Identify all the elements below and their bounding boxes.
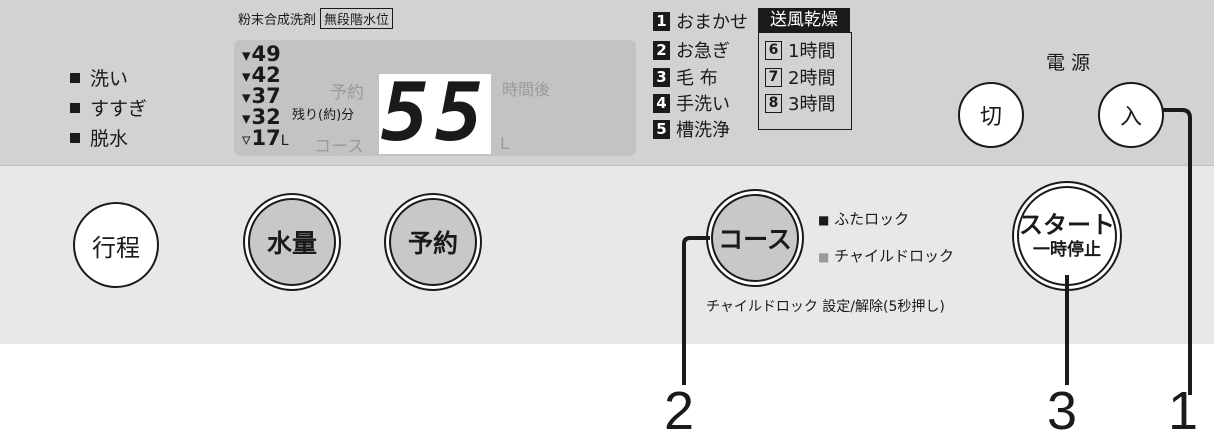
- dry-box: [758, 32, 852, 130]
- cup-icon: ▿: [242, 130, 251, 150]
- indicator-icon: [70, 102, 80, 113]
- time-display: 55: [379, 68, 491, 158]
- process-button[interactable]: 行程: [73, 202, 159, 288]
- course-indicator-label: コース: [314, 137, 365, 157]
- cup-icon: ▾: [242, 88, 251, 108]
- start-pause-button[interactable]: スタート 一時停止: [1017, 186, 1117, 286]
- hours-after-label: 時間後: [502, 80, 551, 99]
- cup-icon: ▾: [242, 67, 251, 87]
- progress-spin: 脱水: [70, 124, 128, 151]
- course-item-1: 1 おまかせ: [653, 8, 748, 34]
- power-off-button[interactable]: 切: [958, 82, 1024, 148]
- remaining-label: 残り(約)分: [292, 108, 355, 123]
- water-level-37: ▾37: [242, 84, 281, 109]
- course-button[interactable]: コース: [711, 194, 799, 282]
- progress-rinse: すすぎ: [70, 94, 147, 121]
- detergent-label: 粉末合成洗剤無段階水位: [238, 8, 394, 29]
- child-lock-indicator: ■ チャイルドロック: [818, 247, 954, 265]
- reserve-button[interactable]: 予約: [389, 198, 477, 286]
- course-item-5: 5 槽洗浄: [653, 116, 730, 142]
- progress-wash: 洗い: [70, 64, 128, 91]
- dry-item-1h: 6 1時間: [765, 37, 835, 63]
- callout-3: 3: [1047, 381, 1078, 441]
- bottom-panel: [0, 165, 1214, 344]
- progress-label: すすぎ: [90, 98, 148, 120]
- child-lock-note: チャイルドロック 設定/解除(5秒押し): [706, 299, 945, 315]
- cup-icon: ▾: [242, 109, 251, 129]
- water-level-17: ▿17L: [242, 126, 289, 151]
- lid-lock-indicator: ■ ふたロック: [818, 210, 910, 228]
- indicator-icon: ■: [818, 213, 830, 227]
- indicator-icon: [70, 132, 80, 143]
- liter-label: L: [500, 134, 509, 153]
- power-on-button[interactable]: 入: [1098, 82, 1164, 148]
- cup-icon: ▾: [242, 46, 251, 66]
- reservation-label: 予約: [330, 83, 364, 103]
- indicator-icon: [70, 72, 80, 83]
- indicator-icon: ■: [818, 250, 830, 264]
- dry-item-2h: 7 2時間: [765, 64, 835, 90]
- callout-2: 2: [664, 381, 695, 441]
- course-item-2: 2 お急ぎ: [653, 37, 730, 63]
- dry-item-3h: 8 3時間: [765, 90, 835, 116]
- power-label: 電 源: [1046, 52, 1091, 74]
- course-item-3: 3 毛 布: [653, 64, 718, 90]
- time-digits: 55: [380, 66, 490, 159]
- callout-1: 1: [1168, 381, 1199, 441]
- water-level-49: ▾49: [242, 42, 281, 67]
- water-amount-button[interactable]: 水量: [248, 198, 336, 286]
- water-level-32: ▾32: [242, 105, 281, 130]
- course-item-4: 4 手洗い: [653, 90, 730, 116]
- dry-header: 送風乾燥: [758, 8, 850, 32]
- water-level-42: ▾42: [242, 63, 281, 88]
- progress-label: 脱水: [90, 128, 129, 150]
- water-level-box-label: 無段階水位: [320, 8, 394, 29]
- progress-label: 洗い: [90, 68, 129, 90]
